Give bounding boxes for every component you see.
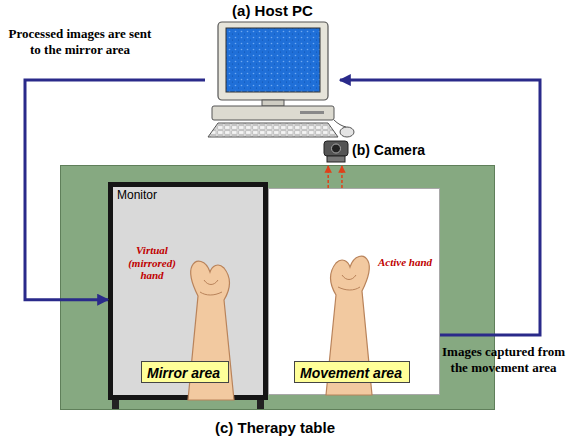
edge-label-slot: Images captured from the movement area xyxy=(442,344,565,375)
hand-label: Virtual (mirrored) hand xyxy=(116,244,188,282)
movement-area-box: Movement area xyxy=(294,361,410,383)
text-slot: Monitor xyxy=(117,188,187,202)
pc-stand xyxy=(262,100,284,106)
monitor-leg xyxy=(112,400,119,409)
area-label: Mirror area xyxy=(147,365,220,381)
pc-mouse xyxy=(340,127,354,137)
pc-case xyxy=(212,106,334,120)
mouse-cord xyxy=(334,120,346,127)
edge-label: Images captured from the movement area xyxy=(442,344,565,375)
image-flow-arrow xyxy=(25,80,205,300)
pc-keyboard xyxy=(208,123,338,137)
virtual-arm xyxy=(188,261,234,400)
camera-lens xyxy=(332,144,341,153)
table-heading: (c) Therapy table xyxy=(190,419,360,436)
text-slot: Active hand xyxy=(376,256,434,269)
camera-view-arrow xyxy=(327,166,329,188)
active-arm xyxy=(326,256,372,395)
monitor-leg xyxy=(257,400,264,409)
monitor-label: Monitor xyxy=(117,188,187,202)
camera-base xyxy=(327,156,345,162)
edge-label-slot: Processed images are sent to the mirror … xyxy=(2,26,158,57)
text-slot: Virtual (mirrored) hand xyxy=(116,244,188,282)
camera-view-arrow xyxy=(341,166,343,188)
text-slot: (b) Camera xyxy=(352,142,440,158)
pc-screen xyxy=(226,28,320,92)
camera-heading: (b) Camera xyxy=(352,142,440,158)
camera-body xyxy=(324,141,348,156)
area-label: Movement area xyxy=(300,365,402,381)
pc-drive-slot xyxy=(300,111,324,114)
mirror-monitor: Mirror area MonitorVirtual (mirrored) han… xyxy=(108,182,268,400)
image-flow-arrow xyxy=(340,80,540,335)
mirror-area-box: Mirror area xyxy=(141,361,229,383)
edge-label: Processed images are sent to the mirror … xyxy=(2,26,158,57)
therapy-table: Mirror area MonitorVirtual (mirrored) han… xyxy=(60,165,495,410)
pc-heading: (a) Host PC xyxy=(205,2,340,19)
hand-label: Active hand xyxy=(376,256,434,269)
pc-monitor-bezel xyxy=(218,22,328,100)
text-slot: (a) Host PC xyxy=(205,2,340,19)
text-slot: (c) Therapy table xyxy=(190,419,360,436)
